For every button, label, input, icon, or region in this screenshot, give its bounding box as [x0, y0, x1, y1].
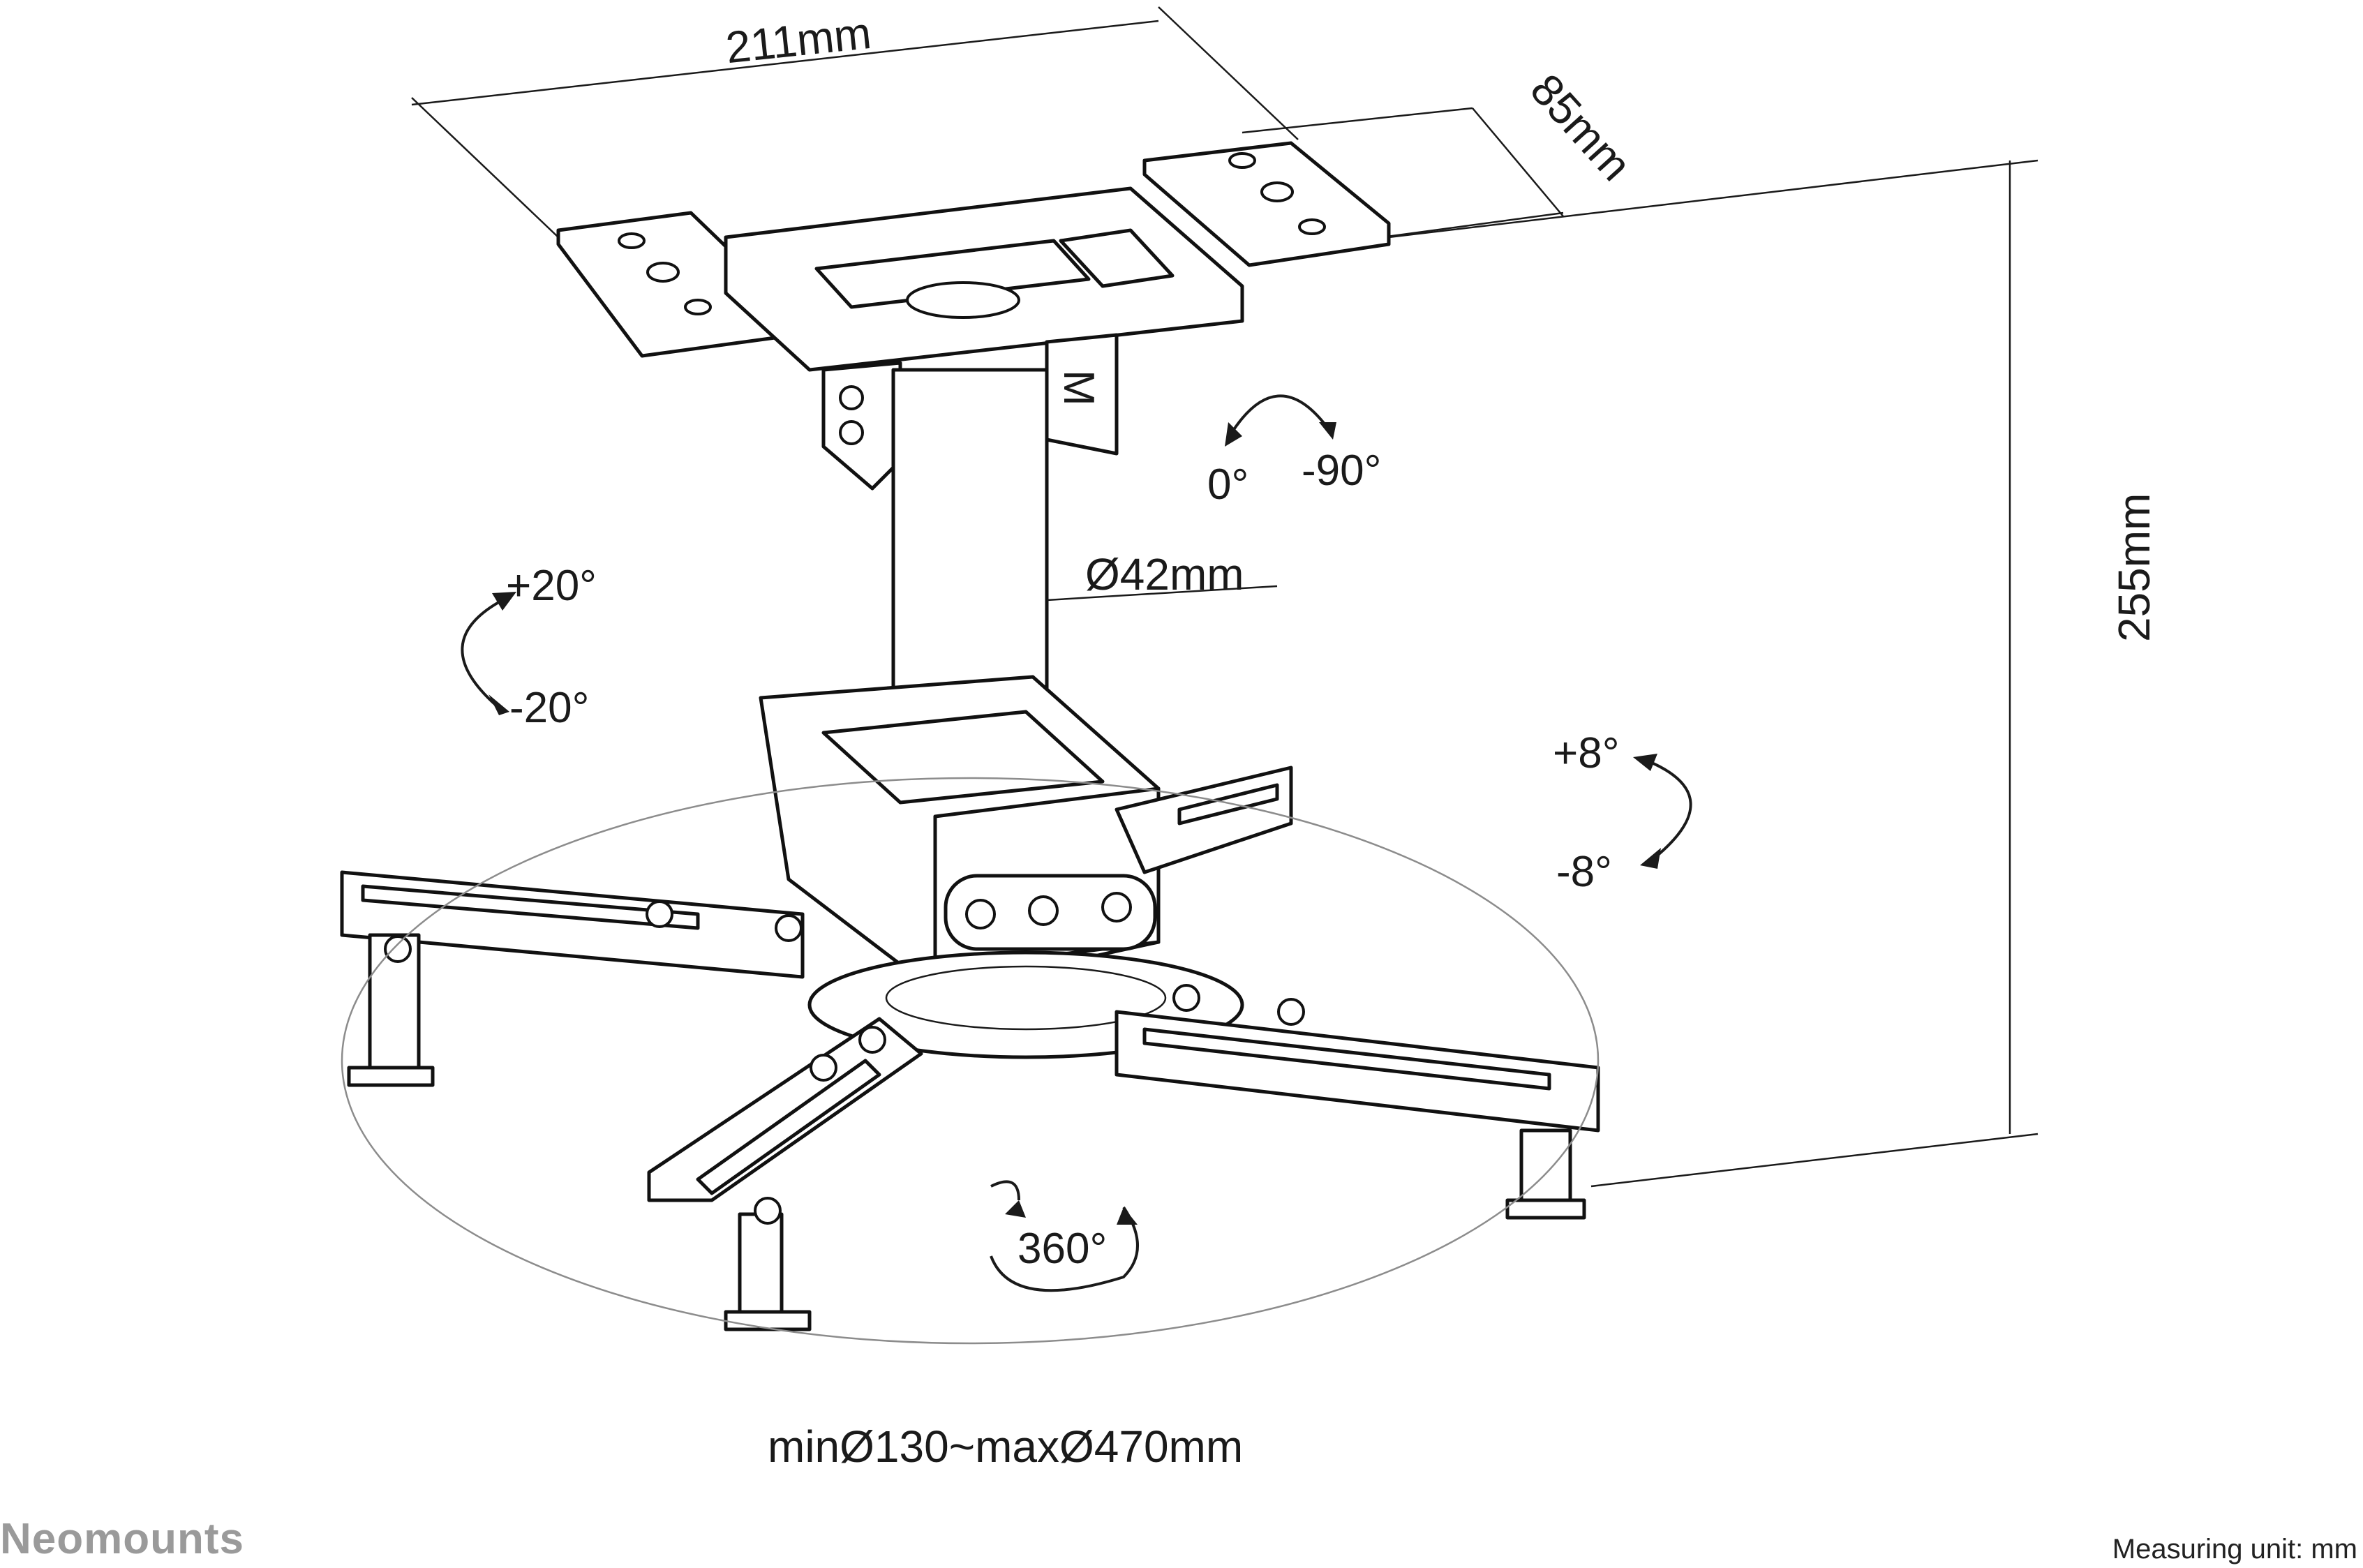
- arm-range-label: minØ130~maxØ470mm: [768, 1421, 1243, 1472]
- rotate-a-label: 0°: [1207, 461, 1248, 509]
- pole-diameter-label: Ø42mm: [1085, 549, 1244, 599]
- brand-logo: Neomounts: [0, 1515, 244, 1563]
- depth-label: 85mm: [1521, 64, 1641, 190]
- tilt-indicator: +20° -20°: [461, 562, 597, 732]
- measuring-unit-note: Measuring unit: mm: [2112, 1534, 2357, 1565]
- arm-range-ellipse: [341, 777, 1600, 1345]
- swivel-label: 360°: [1017, 1225, 1107, 1273]
- roll-up-label: +8°: [1553, 729, 1619, 777]
- roll-indicator: +8° -8°: [1553, 729, 1692, 896]
- width-dimension: 211mm: [411, 6, 1299, 238]
- pole-mark-right: M: [1054, 370, 1103, 406]
- tilt-down-label: -20°: [509, 684, 589, 732]
- arms: [340, 766, 1600, 1331]
- head-block: [759, 675, 1244, 1059]
- height-label: 255mm: [2109, 493, 2159, 642]
- width-label: 211mm: [724, 8, 874, 73]
- tilt-up-label: +20°: [506, 562, 597, 610]
- height-dimension: 255mm: [1388, 159, 2159, 1188]
- roll-down-label: -8°: [1556, 848, 1612, 896]
- rotate-b-label: -90°: [1302, 447, 1381, 495]
- rotation-indicator: 0° -90°: [1207, 394, 1381, 509]
- swivel-indicator: 360°: [990, 1180, 1139, 1292]
- ceiling-plate: [556, 141, 1391, 372]
